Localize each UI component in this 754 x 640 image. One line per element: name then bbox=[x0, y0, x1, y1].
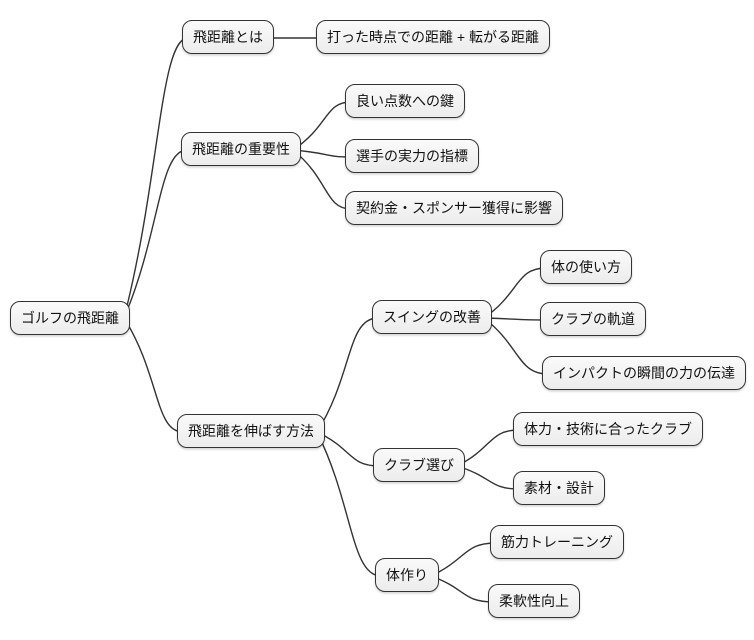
node-definition: 飛距離とは bbox=[182, 20, 274, 54]
edge-methods-to-club bbox=[316, 431, 380, 467]
node-root: ゴルフの飛距離 bbox=[10, 301, 130, 335]
edge-root-to-importance bbox=[123, 149, 188, 319]
edge-club-to-match bbox=[456, 429, 520, 467]
edge-swing-to-body-usage bbox=[483, 267, 547, 319]
edge-swing-to-impact bbox=[483, 317, 549, 375]
edge-root-to-definition bbox=[123, 37, 189, 319]
edge-methods-to-swing bbox=[316, 317, 379, 433]
node-importance: 飛距離の重要性 bbox=[181, 132, 301, 166]
node-methods: 飛距離を伸ばす方法 bbox=[177, 414, 325, 448]
node-body-building: 体作り bbox=[375, 558, 439, 592]
node-swing-improvement: スイングの改善 bbox=[372, 300, 492, 334]
edge-swing-to-club-path bbox=[483, 317, 547, 321]
edge-importance-to-skill bbox=[292, 149, 352, 158]
node-swing-body-usage: 体の使い方 bbox=[540, 250, 632, 284]
node-importance-skill: 選手の実力の指標 bbox=[345, 139, 479, 173]
node-club-match: 体力・技術に合ったクラブ bbox=[513, 412, 703, 446]
edge-methods-to-body bbox=[316, 431, 382, 577]
node-definition-detail: 打った時点での距離 + 転がる距離 bbox=[316, 20, 550, 54]
edge-importance-to-score-key bbox=[292, 101, 352, 151]
node-club-material-design: 素材・設計 bbox=[513, 471, 605, 505]
edge-body-to-flexibility bbox=[430, 575, 495, 603]
node-importance-sponsor: 契約金・スポンサー獲得に影響 bbox=[345, 191, 563, 225]
edge-body-to-strength bbox=[430, 542, 497, 577]
node-strength-training: 筋力トレーニング bbox=[490, 525, 624, 559]
node-swing-impact-transfer: インパクトの瞬間の力の伝達 bbox=[542, 356, 746, 390]
node-flexibility: 柔軟性向上 bbox=[488, 584, 580, 618]
edge-club-to-material bbox=[456, 465, 520, 490]
node-club-selection: クラブ選び bbox=[373, 448, 465, 482]
edge-importance-to-sponsor bbox=[292, 149, 352, 210]
node-swing-club-path: クラブの軌道 bbox=[540, 302, 646, 336]
edge-root-to-methods bbox=[123, 317, 184, 433]
node-importance-score-key: 良い点数への鍵 bbox=[345, 84, 465, 118]
